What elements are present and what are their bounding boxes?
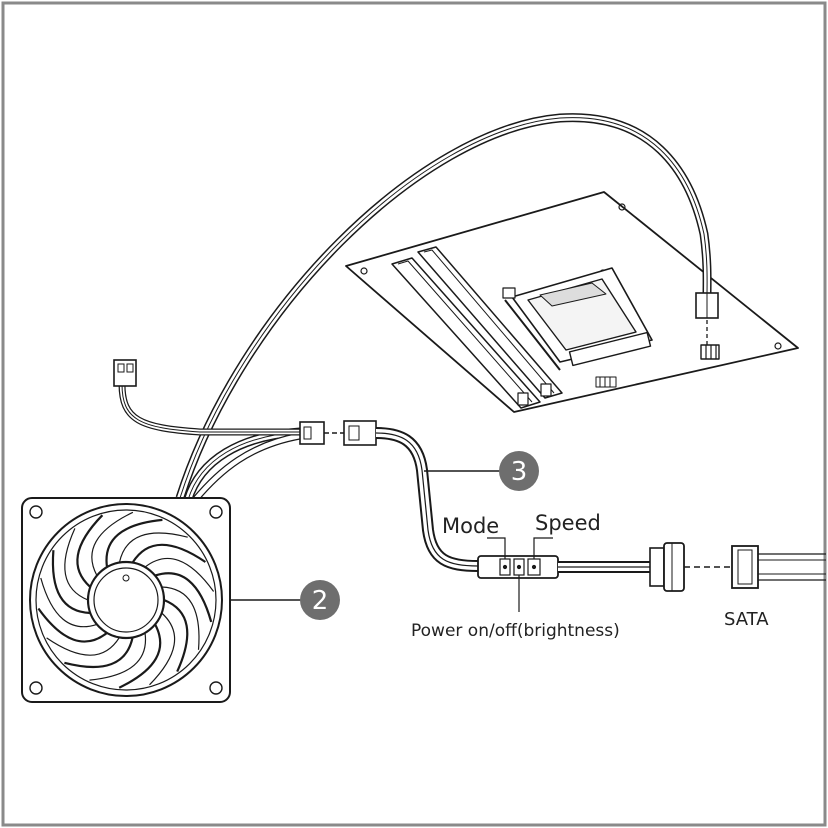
fan-blade — [154, 572, 213, 623]
ram-slot — [391, 257, 541, 409]
cable-fan-connector — [695, 292, 719, 345]
fan-blade-edge — [40, 577, 98, 628]
callout-fan: 2 — [230, 580, 340, 620]
label-leaders — [487, 537, 553, 612]
fan-blade — [163, 598, 189, 673]
fan-blade-edge — [91, 511, 134, 576]
fan — [21, 497, 231, 703]
fan-blade-edge — [161, 586, 200, 650]
motherboard — [345, 191, 799, 413]
fan-blade-edge — [46, 637, 120, 656]
fan-blade-edge — [149, 612, 176, 686]
fan-blade — [37, 607, 108, 643]
power-label: Power on/off(brightness) — [411, 621, 620, 641]
pin-header — [595, 376, 617, 388]
spare-plug — [113, 359, 201, 436]
sata-label: SATA — [724, 609, 769, 630]
fan-blade — [76, 514, 104, 588]
fan-blade — [131, 543, 207, 564]
arch-cable — [175, 113, 712, 500]
callout-cable-number: 3 — [511, 457, 528, 487]
fan-blade — [105, 518, 163, 568]
mode-label: Mode — [442, 514, 499, 538]
fan-blade — [118, 623, 162, 689]
fan-blade — [64, 637, 134, 669]
fan-blade-edge — [89, 632, 147, 681]
fan-blades — [37, 511, 215, 689]
speed-label: Speed — [535, 511, 601, 535]
fan-blade — [51, 550, 91, 615]
callout-fan-number: 2 — [312, 586, 329, 616]
splitter-cables — [183, 427, 301, 503]
callout-cable: 3 — [424, 451, 539, 491]
board-fan-header — [700, 344, 720, 360]
inline-connector — [299, 420, 377, 446]
sata-connector-cable — [649, 542, 734, 592]
controller — [477, 555, 559, 579]
controller-cable — [375, 427, 479, 572]
fan-blade-edge — [64, 528, 89, 601]
fan-blade-edge — [118, 532, 188, 563]
fan-blade-edge — [144, 557, 215, 592]
sata-connector-psu — [731, 545, 826, 589]
